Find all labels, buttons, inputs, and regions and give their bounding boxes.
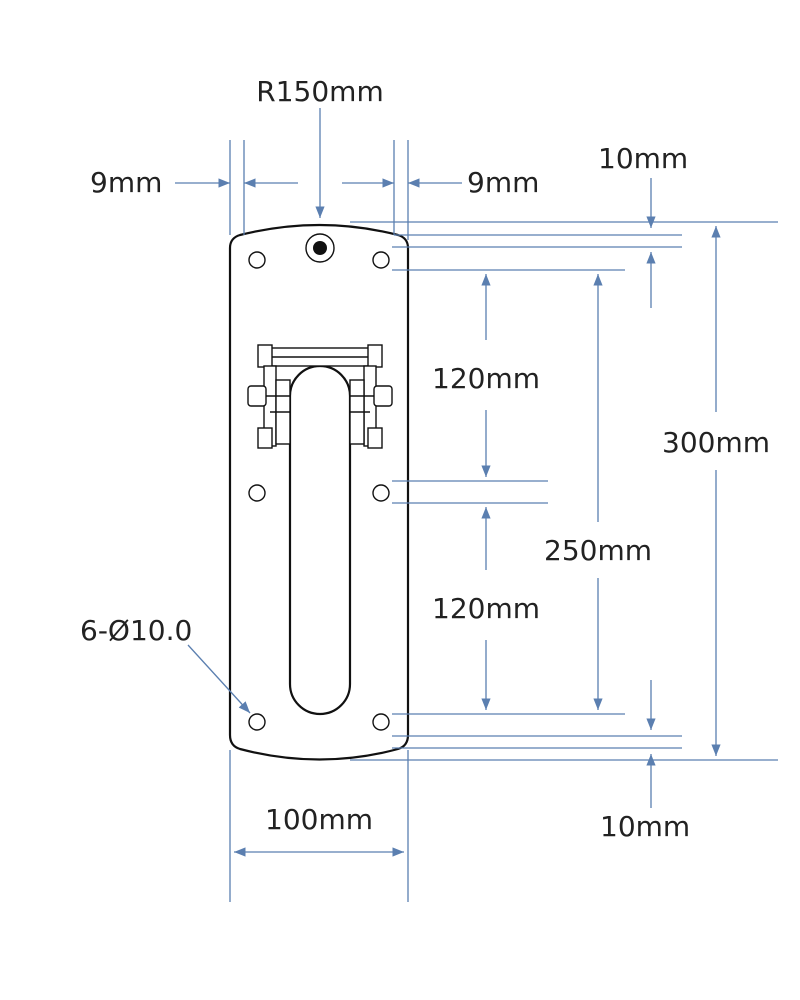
- mounting-hole-middle-right: [372, 484, 390, 502]
- hole-span-label: 250mm: [544, 534, 652, 567]
- upper-spacing-label: 120mm: [432, 362, 540, 395]
- lower-spacing-label: 120mm: [432, 592, 540, 625]
- right-margin-label: 9mm: [467, 166, 539, 199]
- mounting-hole-top-right: [372, 251, 390, 269]
- handle-slot: [288, 364, 352, 716]
- total-height-label: 300mm: [662, 426, 770, 459]
- left-margin-label: 9mm: [90, 166, 162, 199]
- center-fastener: [305, 233, 335, 263]
- radius-label: R150mm: [256, 75, 383, 108]
- bottom-offset-label: 10mm: [600, 810, 690, 843]
- mounting-hole-bottom-right: [372, 713, 390, 731]
- mounting-hole-middle-left: [248, 484, 266, 502]
- mounting-plate: [228, 223, 410, 761]
- top-offset-label: 10mm: [598, 142, 688, 175]
- dimension-lines: [175, 108, 778, 902]
- mounting-hole-bottom-left: [248, 713, 266, 731]
- hinge-mechanism: [247, 344, 393, 449]
- mounting-hole-top-left: [248, 251, 266, 269]
- width-label: 100mm: [265, 803, 373, 836]
- holes-label: 6-Ø10.0: [80, 614, 192, 647]
